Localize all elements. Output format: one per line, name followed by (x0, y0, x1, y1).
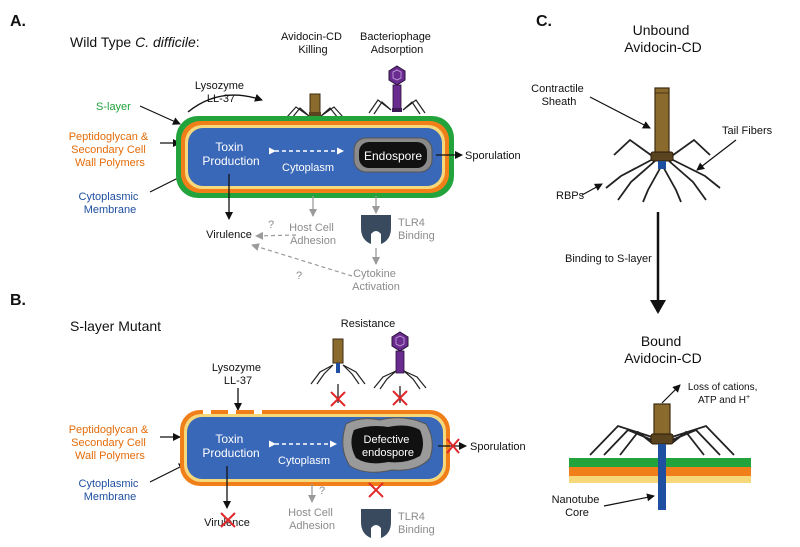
panel-a: A. Wild Type C. difficile: Avidocin-CD K… (10, 13, 521, 293)
killing-label: Avidocin-CD Killing (281, 31, 345, 56)
panel-a-letter: A. (10, 13, 26, 30)
tlr4-label-a: TLR4 Binding (398, 217, 435, 242)
sporulation-label-b: Sporulation (470, 441, 526, 453)
membrane-pointer-b (149, 463, 187, 483)
toxin-label-a: Toxin Production (202, 140, 259, 168)
tlr4-receptor-a (361, 215, 391, 244)
adhesion-label-b: Host Cell Adhesion (288, 507, 336, 532)
toxin-label-b: Toxin Production (202, 432, 259, 460)
endospore-a: Endospore (353, 137, 433, 173)
nanotube-pointer (603, 493, 655, 507)
tlr4-receptor-b (361, 509, 391, 538)
rbps-pointer (581, 183, 603, 196)
loss-pointer (661, 384, 681, 404)
tlr4-label-b: TLR4 Binding (398, 511, 435, 536)
panel-a-title: Wild Type C. difficile: (70, 34, 200, 50)
question-mark-1: ? (268, 219, 274, 231)
panel-c: C. Unbound Avidocin-CD Contractile Sheat… (531, 13, 772, 519)
sporulation-label-a: Sporulation (465, 150, 521, 162)
cytokine-label-a: Cytokine Activation (352, 268, 400, 293)
question-mark-b: ? (319, 485, 325, 497)
rbps-label: RBPs (556, 190, 585, 202)
virulence-label-b: Virulence (204, 517, 250, 529)
lysozyme-deflect-arrow (187, 93, 263, 113)
cross-phage (392, 390, 408, 406)
adsorption-label: Bacteriophage Adsorption (360, 31, 434, 56)
question-mark-2: ? (296, 270, 302, 282)
cytoplasm-label-b: Cytoplasm (278, 455, 330, 467)
bound-title: Bound Avidocin-CD (624, 333, 702, 366)
defective-endospore: Defective endospore (342, 417, 433, 473)
binding-label: Binding to S-layer (565, 253, 652, 265)
cross-tlr4 (368, 482, 384, 498)
slayer-label: S-layer (96, 101, 131, 113)
panel-b-letter: B. (10, 292, 26, 309)
bacteriophage-on-cell-a (368, 65, 426, 115)
membrane-label-b: Cytoplasmic Membrane (79, 478, 142, 503)
lysozyme-label-a: Lysozyme LL-37 (195, 80, 247, 105)
peptidoglycan-label-b: Peptidoglycan & Secondary Cell Wall Poly… (69, 424, 152, 462)
cross-sporulation (446, 438, 460, 454)
endospore-label-b: Defective endospore (362, 434, 414, 459)
tail-fibers-label: Tail Fibers (722, 125, 773, 137)
cross-virulence (220, 512, 236, 528)
avidocin-free-b (310, 338, 366, 385)
cytokine-virulence-dashed (251, 243, 353, 277)
sheath-pointer (589, 96, 651, 129)
panel-b-title: S-layer Mutant (70, 318, 161, 334)
nanotube-label: Nanotube Core (552, 494, 603, 519)
cross-avidocin (330, 391, 346, 407)
panel-b: B. S-layer Mutant Resistance Lysozyme LL… (10, 292, 526, 538)
bacteriophage-free-b (373, 331, 427, 390)
adhesion-label-a: Host Cell Adhesion (289, 222, 337, 247)
peptidoglycan-label-a: Peptidoglycan & Secondary Cell Wall Poly… (69, 131, 152, 169)
unbound-title: Unbound Avidocin-CD (624, 22, 702, 55)
lysozyme-label-b: Lysozyme LL-37 (212, 362, 264, 387)
tail-fibers-pointer (696, 139, 737, 171)
avidocin-bound (569, 403, 751, 510)
cytoplasm-label-a: Cytoplasm (282, 162, 334, 174)
slayer-pointer (139, 105, 181, 125)
resistance-label: Resistance (341, 318, 395, 330)
loss-of-cations-label: Loss of cations, ATP and H+ (688, 382, 760, 406)
avidocin-unbound (605, 87, 721, 203)
endospore-label-a: Endospore (364, 149, 422, 163)
sheath-label: Contractile Sheath (531, 83, 587, 108)
virulence-label-a: Virulence (206, 229, 252, 241)
panel-c-letter: C. (536, 13, 552, 30)
membrane-label-a: Cytoplasmic Membrane (79, 191, 142, 216)
